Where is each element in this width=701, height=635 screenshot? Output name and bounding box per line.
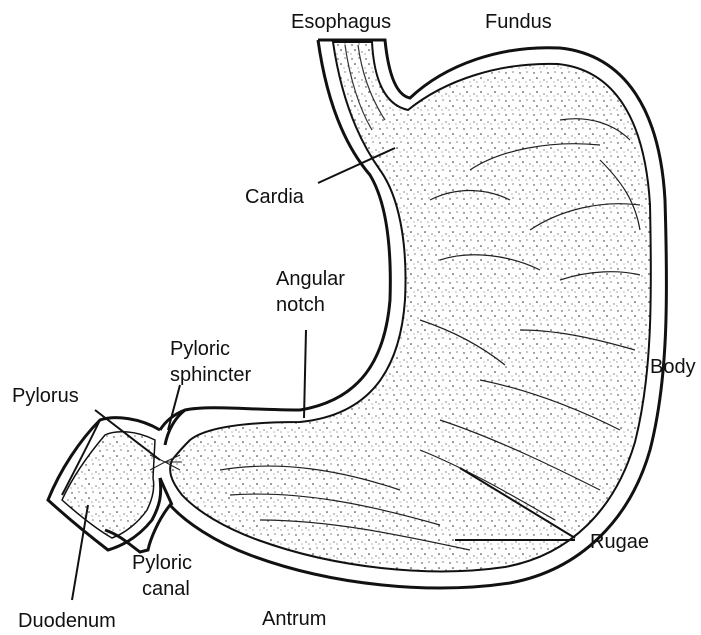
label-pyloric-canal-line1: Pyloric xyxy=(132,552,192,574)
label-angular-notch-line1: Angular xyxy=(276,268,345,290)
label-fundus: Fundus xyxy=(485,11,552,33)
label-duodenum: Duodenum xyxy=(18,610,116,632)
label-pyloric-sphincter-line1: Pyloric xyxy=(170,338,230,360)
label-esophagus: Esophagus xyxy=(291,11,391,33)
stomach-inner-wall xyxy=(170,42,651,571)
angular-notch-leader xyxy=(304,330,306,418)
label-antrum: Antrum xyxy=(262,608,326,630)
label-rugae: Rugae xyxy=(590,531,649,553)
label-pylorus: Pylorus xyxy=(12,385,79,407)
label-angular-notch-line2: notch xyxy=(276,294,325,316)
label-body: Body xyxy=(650,356,696,378)
duodenum-leader xyxy=(72,505,88,600)
label-pyloric-sphincter-line2: sphincter xyxy=(170,364,251,386)
label-pyloric-canal-line2: canal xyxy=(142,578,190,600)
label-cardia: Cardia xyxy=(245,186,304,208)
